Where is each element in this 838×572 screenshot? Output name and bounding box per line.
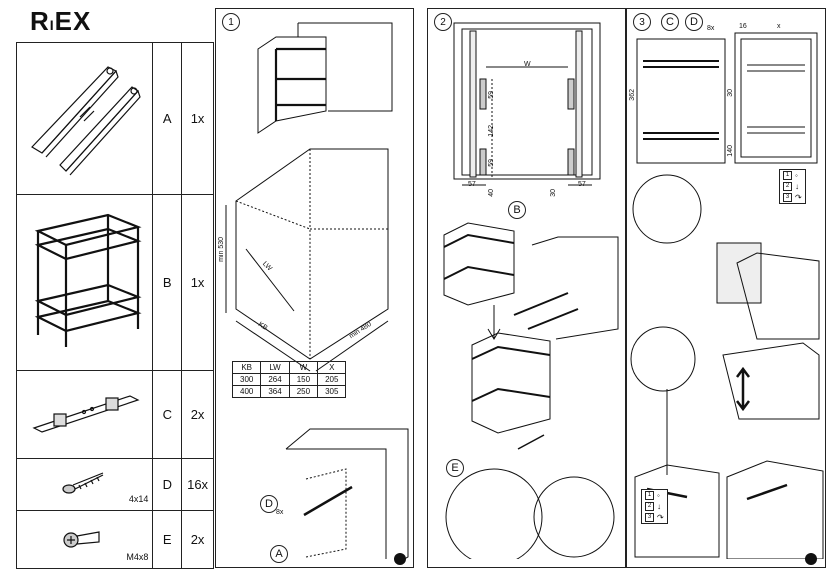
machine-screw-icon <box>63 531 100 548</box>
dim-362: 362 <box>629 89 636 101</box>
callout-c: C <box>661 13 679 31</box>
part-c-letter: C <box>152 370 183 459</box>
step-2-panel: 2 W 59 142 59 <box>427 8 626 568</box>
part-row-a: A 1x <box>15 42 214 195</box>
step-2-drawing <box>443 22 619 559</box>
label-8x: 8x <box>276 509 284 516</box>
step-1-panel: 1 min 530 LW KB min 480 <box>215 8 414 568</box>
callout-a: A <box>270 545 288 563</box>
part-e-code: M4x8 <box>126 552 149 562</box>
table-row: 400 364 250 305 <box>231 385 347 398</box>
step-3-panel: 3 C D 8x 16 x 362 30 140 1◦ 2↓ 3↷ <box>626 8 826 568</box>
part-c-qty: 2x <box>181 370 214 459</box>
part-c-image <box>15 370 154 459</box>
part-e-image: M4x8 <box>15 510 154 569</box>
part-row-b: B 1x <box>15 194 214 371</box>
parts-list: A 1x B 1x <box>15 42 214 569</box>
part-d-qty: 16x <box>181 458 214 511</box>
step-2-number: 2 <box>434 13 452 31</box>
dimensions-table: KB LW W X 300 264 150 205 400 364 250 30… <box>231 361 347 398</box>
label-8x: 8x <box>707 25 715 32</box>
callout-d: D <box>685 13 703 31</box>
rotate-icon <box>394 553 406 565</box>
step-1-number: 1 <box>222 13 240 31</box>
table-row: 300 264 150 205 <box>231 373 347 386</box>
part-e-letter: E <box>152 510 183 569</box>
part-d-image: 4x14 <box>15 458 154 511</box>
step-3-number: 3 <box>633 13 651 31</box>
dim-57-right: 57 <box>578 181 586 188</box>
dim-x: x <box>777 23 781 30</box>
dim-59-top: 59 <box>488 91 495 99</box>
part-row-c: C 2x <box>15 370 214 459</box>
dim-30: 30 <box>550 189 557 197</box>
step-3-drawing <box>630 32 824 559</box>
part-a-letter: A <box>152 42 183 195</box>
dim-140: 140 <box>727 145 734 157</box>
dim-w: W <box>524 61 531 68</box>
part-b-letter: B <box>152 194 183 371</box>
part-e-qty: 2x <box>181 510 214 569</box>
part-row-e: M4x8 E 2x <box>15 510 214 569</box>
dim-16: 16 <box>739 23 747 30</box>
dim-30: 30 <box>727 89 734 97</box>
part-b-image <box>15 194 154 371</box>
basket-icon <box>34 213 142 347</box>
step-1-drawing <box>225 22 409 559</box>
callout-b: B <box>508 201 526 219</box>
instruction-box-1: 1◦ 2↓ 3↷ <box>779 169 806 204</box>
riex-logo: RIEX <box>30 6 92 36</box>
mounting-plate-icon <box>32 395 140 433</box>
dim-40: 40 <box>488 189 495 197</box>
callout-e: E <box>446 459 464 477</box>
dim-57-left: 57 <box>468 181 476 188</box>
dim-142: 142 <box>488 125 495 137</box>
dim-59-bottom: 59 <box>488 159 495 167</box>
instruction-box-2: 1◦ 2↓ 3↷ <box>641 489 668 524</box>
part-row-d: 4x14 D 16x <box>15 458 214 511</box>
part-d-code: 4x14 <box>128 494 149 504</box>
wood-screw-icon <box>62 472 103 494</box>
part-d-letter: D <box>152 458 183 511</box>
slide-rail-icon <box>30 66 141 176</box>
callout-d: D <box>260 495 278 513</box>
part-b-qty: 1x <box>181 194 214 371</box>
part-a-image <box>15 42 154 195</box>
dim-min530: min 530 <box>218 237 225 262</box>
rotate-icon <box>805 553 817 565</box>
part-a-qty: 1x <box>181 42 214 195</box>
